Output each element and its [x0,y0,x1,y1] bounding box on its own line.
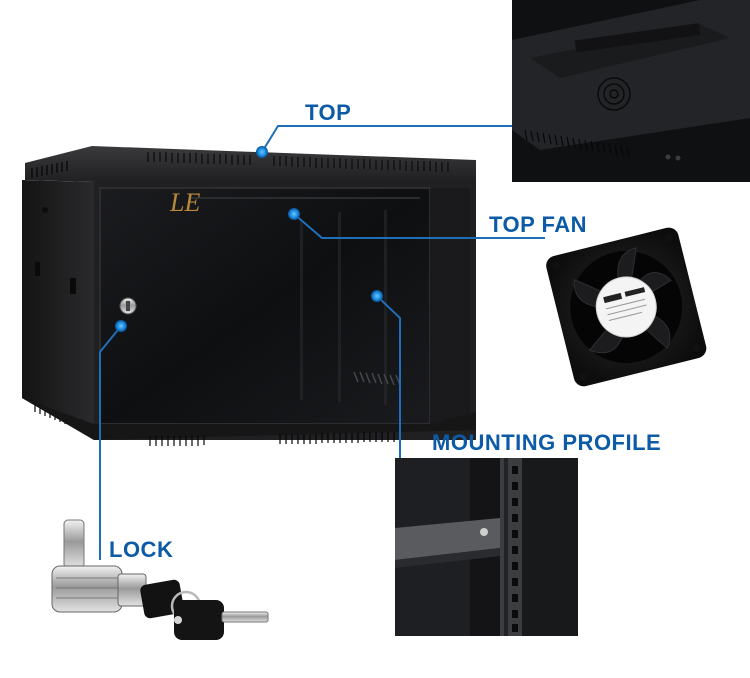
callout-dots [115,146,383,332]
lock-leader-line [99,325,122,560]
top-fan-dot [288,208,300,220]
lock-dot [115,320,127,332]
label-mounting-profile: MOUNTING PROFILE [432,430,662,455]
glass-door [99,187,431,425]
door-hinge-side [430,188,470,424]
label-top-fan: TOP FAN [489,212,588,237]
mounting-profile-inset [395,458,578,636]
label-top: TOP [305,100,352,125]
top-inset-photo [512,0,750,182]
fan-image [546,227,707,387]
side-latch [70,278,76,294]
cabinet-base [22,398,476,440]
callout-lines [99,125,545,560]
inset-fan-grille [597,77,631,111]
mounting-leader-line [376,295,401,458]
top-leader-line [261,125,512,153]
base-vent [149,432,401,446]
brand-logo: LE [170,188,201,217]
interior-bracket [353,371,401,386]
rack-cabinet [22,146,476,446]
top-fan-leader-line [293,213,545,239]
cabinet-top-lid [25,146,476,186]
top-vent [147,152,449,172]
side-screw [42,207,48,213]
mounting-holes [512,466,518,632]
mounting-dot [371,290,383,302]
cabinet-side-panel [22,180,94,440]
top-dot [256,146,268,158]
side-latch [35,262,40,276]
label-lock: LOCK [109,537,174,562]
lock-and-keys-image [51,519,269,640]
